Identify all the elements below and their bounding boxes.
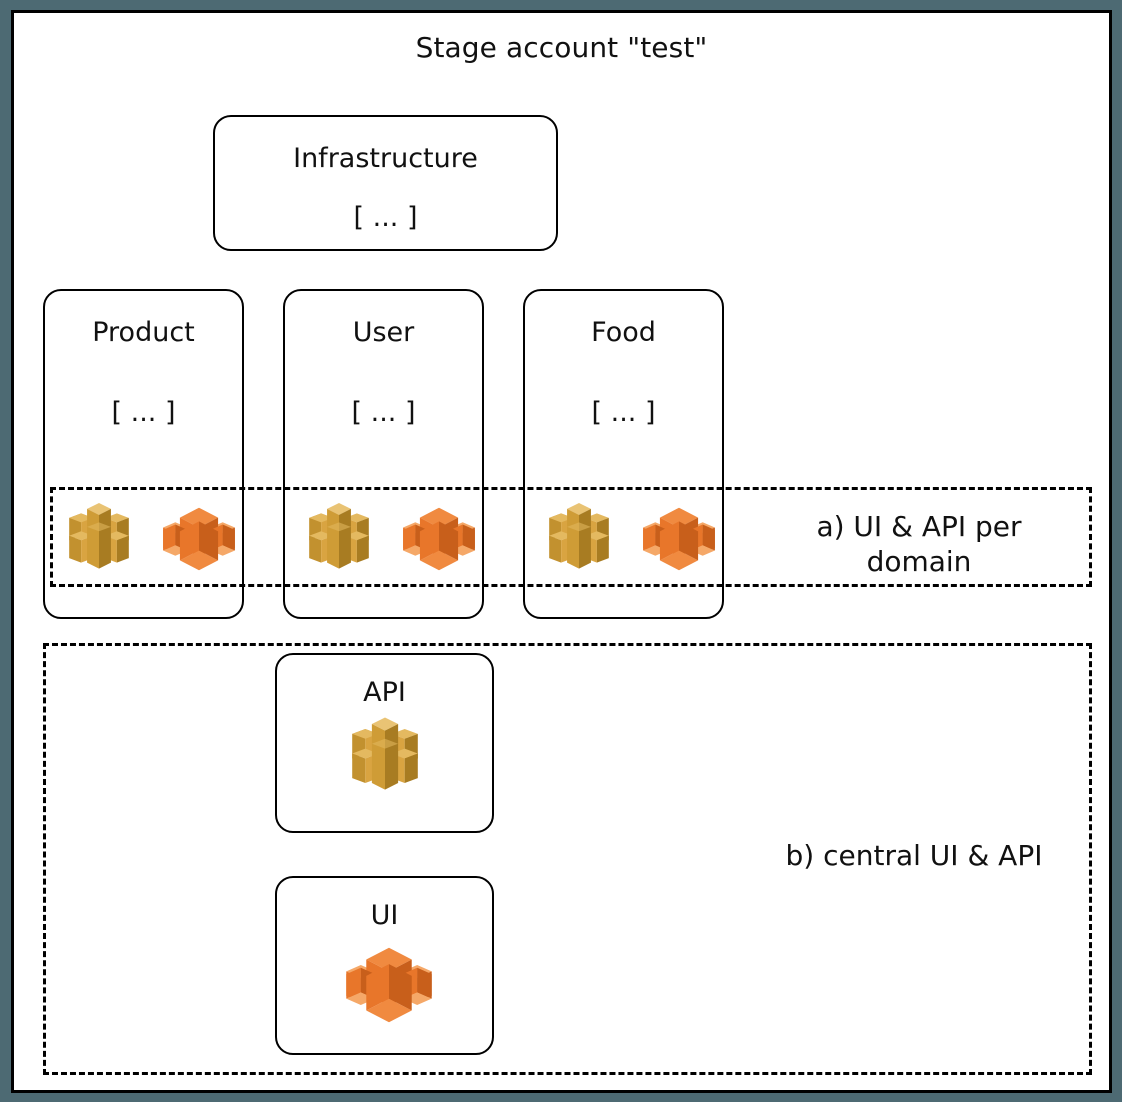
zone-b-label: b) central UI & API xyxy=(785,839,1043,872)
api-gateway-icon xyxy=(344,710,426,802)
infrastructure-box[interactable]: Infrastructure [ ... ] xyxy=(213,115,558,251)
api-gateway-icon xyxy=(541,497,617,579)
s3-cloudfront-icon xyxy=(339,929,439,1041)
domain-title-user: User xyxy=(352,317,415,348)
central-api-title: API xyxy=(363,677,406,708)
zone-a-label: a) UI & API per domain xyxy=(816,510,1022,578)
central-ui-title: UI xyxy=(370,900,399,931)
s3-cloudfront-icon xyxy=(637,497,721,581)
s3-cloudfront-icon xyxy=(157,497,241,581)
domain-body-food: [ ... ] xyxy=(591,397,656,428)
api-gateway-icon xyxy=(301,497,377,579)
domain-box-product[interactable]: Product [ ... ] xyxy=(43,289,244,619)
domain-title-product: Product xyxy=(92,317,195,348)
page-title: Stage account "test" xyxy=(415,31,708,64)
central-api-box[interactable]: API xyxy=(275,653,494,833)
domain-title-food: Food xyxy=(591,317,656,348)
central-ui-box[interactable]: UI xyxy=(275,876,494,1055)
diagram-canvas: Stage account "test" Infrastructure [ ..… xyxy=(11,10,1112,1093)
infrastructure-body: [ ... ] xyxy=(353,202,418,233)
zone-a-dashed-region[interactable] xyxy=(50,487,1092,587)
s3-cloudfront-icon xyxy=(397,497,481,581)
zone-b-dashed-region[interactable] xyxy=(43,643,1092,1075)
infrastructure-title: Infrastructure xyxy=(293,143,478,174)
domain-body-product: [ ... ] xyxy=(111,397,176,428)
domain-body-user: [ ... ] xyxy=(351,397,416,428)
api-gateway-icon xyxy=(61,497,137,579)
